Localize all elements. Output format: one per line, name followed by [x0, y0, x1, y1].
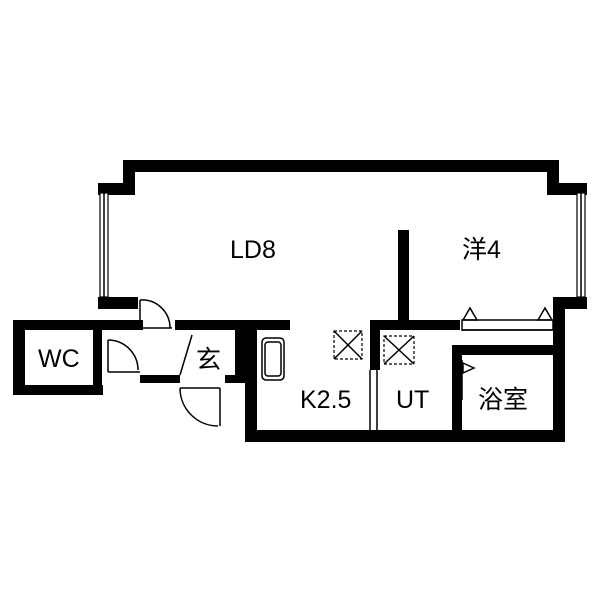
room-label-bath: 浴室 [478, 386, 528, 414]
door-icon [139, 299, 172, 330]
room-label-entrance: 玄 [196, 346, 221, 374]
fixtures [179, 306, 554, 430]
vent-icon [383, 335, 415, 365]
windows [99, 192, 586, 298]
walls [13, 160, 587, 442]
doors [107, 299, 221, 427]
door-icon [107, 339, 140, 373]
room-label-kitchen: K2.5 [300, 386, 351, 414]
closet [461, 319, 554, 331]
room-labels: LD8 洋4 WC 玄 K2.5 UT 浴室 [38, 236, 528, 414]
door-icon [179, 387, 221, 427]
room-label-western: 洋4 [462, 236, 501, 264]
room-label-utility: UT [396, 386, 429, 414]
vent-icon [333, 330, 363, 360]
room-label-wc: WC [38, 345, 80, 373]
room-label-ld: LD8 [230, 236, 276, 264]
kitchen-sink [261, 337, 285, 381]
